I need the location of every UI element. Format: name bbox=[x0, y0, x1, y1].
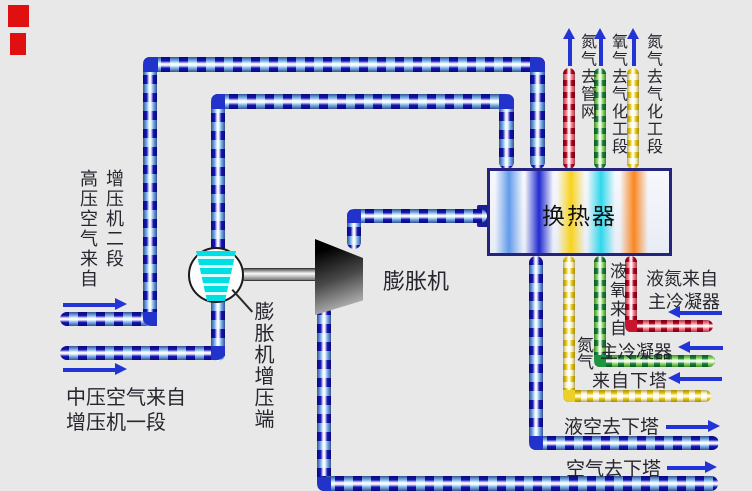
expander-shaft bbox=[242, 268, 318, 281]
pipe-liquid-nitrogen-drop bbox=[625, 256, 637, 332]
label-nitrogen-from-column: 来自下塔 bbox=[592, 371, 668, 392]
heat-exchanger-label: 换热器 bbox=[542, 204, 617, 230]
label-liquid-oxygen-horizontal: 主冷凝器 bbox=[600, 342, 672, 363]
pipe-elbow bbox=[529, 436, 543, 450]
pipe-elbow bbox=[211, 346, 225, 360]
label-liquid-air-to-column: 液空去下塔 bbox=[564, 416, 660, 438]
pipe-nitrogen-to-network bbox=[563, 68, 575, 169]
flow-arrow-right-icon bbox=[63, 363, 127, 376]
pipe-expander-outlet bbox=[317, 306, 331, 484]
pipe-elbow bbox=[211, 94, 225, 109]
label-nitrogen-to-network: 氮气去管网 bbox=[578, 33, 597, 121]
pipe-elbow bbox=[347, 209, 361, 223]
flow-arrow-right-icon bbox=[63, 298, 127, 311]
pipe-air-to-column bbox=[317, 476, 718, 491]
pipe-hp-air-to-hx bbox=[530, 57, 545, 169]
pipe-elbow bbox=[530, 57, 545, 72]
label-expander: 膨胀机 bbox=[383, 270, 450, 295]
pipe-elbow bbox=[499, 94, 514, 109]
label-liquid-oxygen-vertical: 液氧来自 bbox=[606, 262, 626, 338]
heat-exchanger: 换热器 bbox=[487, 168, 672, 256]
expander-turbine bbox=[315, 239, 363, 315]
flow-arrow-up-icon bbox=[627, 28, 640, 66]
pipe-elbow bbox=[317, 477, 331, 491]
corner-mark-icon bbox=[8, 5, 29, 27]
pipe-elbow bbox=[625, 320, 637, 332]
pipe-elbow bbox=[594, 355, 606, 367]
pipe-liquid-oxygen-drop bbox=[594, 256, 606, 367]
pipe-hp-air-top bbox=[143, 57, 545, 72]
pipe-mp-air-to-hx bbox=[499, 94, 514, 169]
hx-stream-stripe bbox=[557, 171, 585, 253]
pipe-elbow bbox=[143, 312, 157, 326]
pipe-mp-air-top bbox=[211, 94, 514, 109]
label-hp-air-col2: 增压机二段 bbox=[103, 169, 124, 269]
pipe-nitrogen-to-gasification bbox=[627, 68, 639, 169]
hx-stream-stripe bbox=[525, 171, 553, 253]
label-liquid-nitrogen-line1: 液氮来自 bbox=[646, 269, 718, 290]
pipe-elbow bbox=[563, 390, 575, 402]
pipe-hp-air-horizontal bbox=[60, 312, 153, 326]
pipe-oxygen-to-gasification bbox=[594, 68, 606, 169]
pipe-mp-air-horizontal bbox=[60, 346, 223, 360]
hx-stream-stripe bbox=[620, 171, 648, 253]
pipe-nitrogen-from-column-drop bbox=[563, 256, 575, 402]
flow-arrow-up-icon bbox=[594, 28, 607, 66]
pipe-liquid-nitrogen bbox=[625, 320, 713, 332]
flow-arrow-right-icon bbox=[667, 461, 717, 474]
hx-stream-stripe bbox=[495, 171, 523, 253]
label-nitrogen-vertical: 氮气 bbox=[573, 336, 593, 370]
label-hp-air-col1: 高压空气来自 bbox=[77, 169, 98, 289]
flow-arrow-left-icon bbox=[668, 372, 722, 385]
label-oxygen-to-gasification: 氧气去气化工段 bbox=[609, 33, 628, 156]
pipe-liquid-air-drop bbox=[529, 256, 543, 450]
label-mp-air-line1: 中压空气来自 bbox=[66, 385, 186, 409]
pipe-elbow bbox=[143, 57, 158, 72]
pipe-mp-air-riser bbox=[211, 95, 225, 361]
pipe-liquid-air-to-column bbox=[529, 436, 719, 450]
flow-arrow-up-icon bbox=[563, 28, 576, 66]
label-air-to-column: 空气去下塔 bbox=[566, 458, 662, 480]
corner-mark-icon bbox=[10, 33, 26, 55]
pipe-hp-air-riser bbox=[143, 57, 157, 326]
pipe-nitrogen-from-column bbox=[563, 390, 711, 402]
flow-arrow-left-icon bbox=[678, 341, 723, 354]
hx-stream-stripe bbox=[587, 171, 615, 253]
flow-arrow-left-icon bbox=[668, 306, 722, 319]
flow-arrow-right-icon bbox=[666, 420, 720, 433]
label-expander-booster: 膨胀机增压端 bbox=[251, 301, 275, 430]
label-nitrogen-to-gasification: 氮气去气化工段 bbox=[644, 33, 663, 156]
pipe-hx-to-expander bbox=[347, 209, 487, 223]
pipe-liquid-oxygen bbox=[594, 355, 715, 367]
label-liquid-nitrogen-line2: 主冷凝器 bbox=[648, 292, 720, 313]
label-mp-air-line2: 增压机一段 bbox=[66, 410, 166, 434]
